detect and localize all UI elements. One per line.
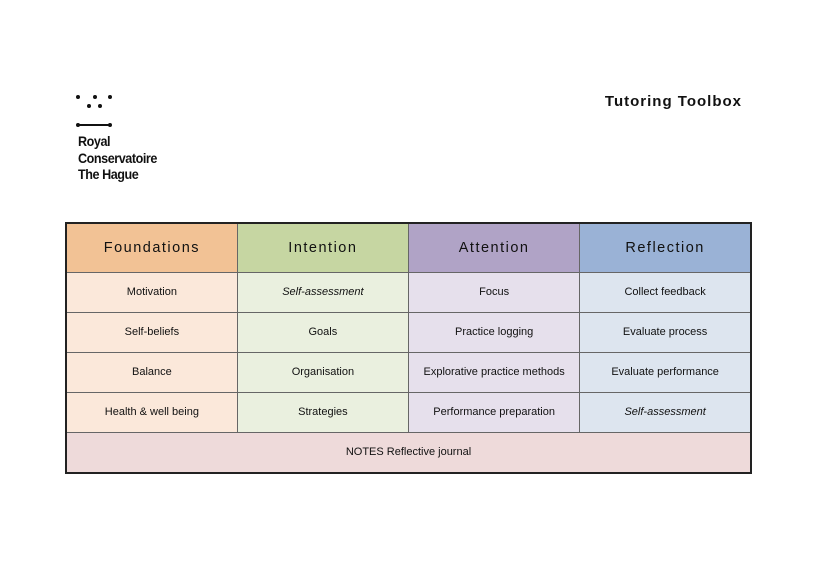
table-row: Balance Organisation Explorative practic…: [65, 351, 752, 393]
header-reflection: Reflection: [579, 222, 752, 273]
table-cell: Self-assessment: [579, 391, 752, 433]
table-row: Self-beliefs Goals Practice logging Eval…: [65, 311, 752, 353]
logo-line: [78, 124, 110, 126]
table-cell: Self-beliefs: [65, 311, 238, 353]
notes-cell: NOTES Reflective journal: [65, 431, 752, 474]
page-title: Tutoring Toolbox: [604, 93, 742, 110]
table-cell: Practice logging: [407, 311, 581, 353]
header-foundations: Foundations: [65, 222, 238, 273]
table-cell: Focus: [407, 271, 581, 313]
logo-dot: [108, 95, 112, 99]
table-cell: Health & well being: [65, 391, 238, 433]
logo-dot: [87, 104, 91, 108]
logo-dot: [108, 123, 112, 127]
logo-line1: Royal: [78, 133, 111, 149]
logo-dot: [98, 104, 102, 108]
table-cell: Explorative practice methods: [407, 351, 581, 393]
table-cell: Motivation: [65, 271, 238, 313]
logo-dot: [76, 95, 80, 99]
header-attention: Attention: [407, 222, 581, 273]
table-cell: Balance: [65, 351, 238, 393]
table-cell: Self-assessment: [236, 271, 410, 313]
logo-text: Royal Conservatoire The Hague: [78, 133, 157, 183]
table-cell: Strategies: [236, 391, 410, 433]
header-row: Foundations Intention Attention Reflecti…: [65, 222, 752, 273]
header-intention: Intention: [236, 222, 410, 273]
table-cell: Evaluate process: [579, 311, 752, 353]
table-cell: Goals: [236, 311, 410, 353]
table-cell: Evaluate performance: [579, 351, 752, 393]
toolbox-table: Foundations Intention Attention Reflecti…: [65, 222, 752, 474]
table-cell: Organisation: [236, 351, 410, 393]
logo-dot: [93, 95, 97, 99]
table-cell: Collect feedback: [579, 271, 752, 313]
logo-line2: Conservatoire: [78, 149, 157, 166]
table-cell: Performance preparation: [407, 391, 581, 433]
notes-row: NOTES Reflective journal: [65, 431, 752, 474]
table-row: Motivation Self-assessment Focus Collect…: [65, 271, 752, 313]
table-row: Health & well being Strategies Performan…: [65, 391, 752, 433]
logo-line3: The Hague: [78, 166, 139, 182]
